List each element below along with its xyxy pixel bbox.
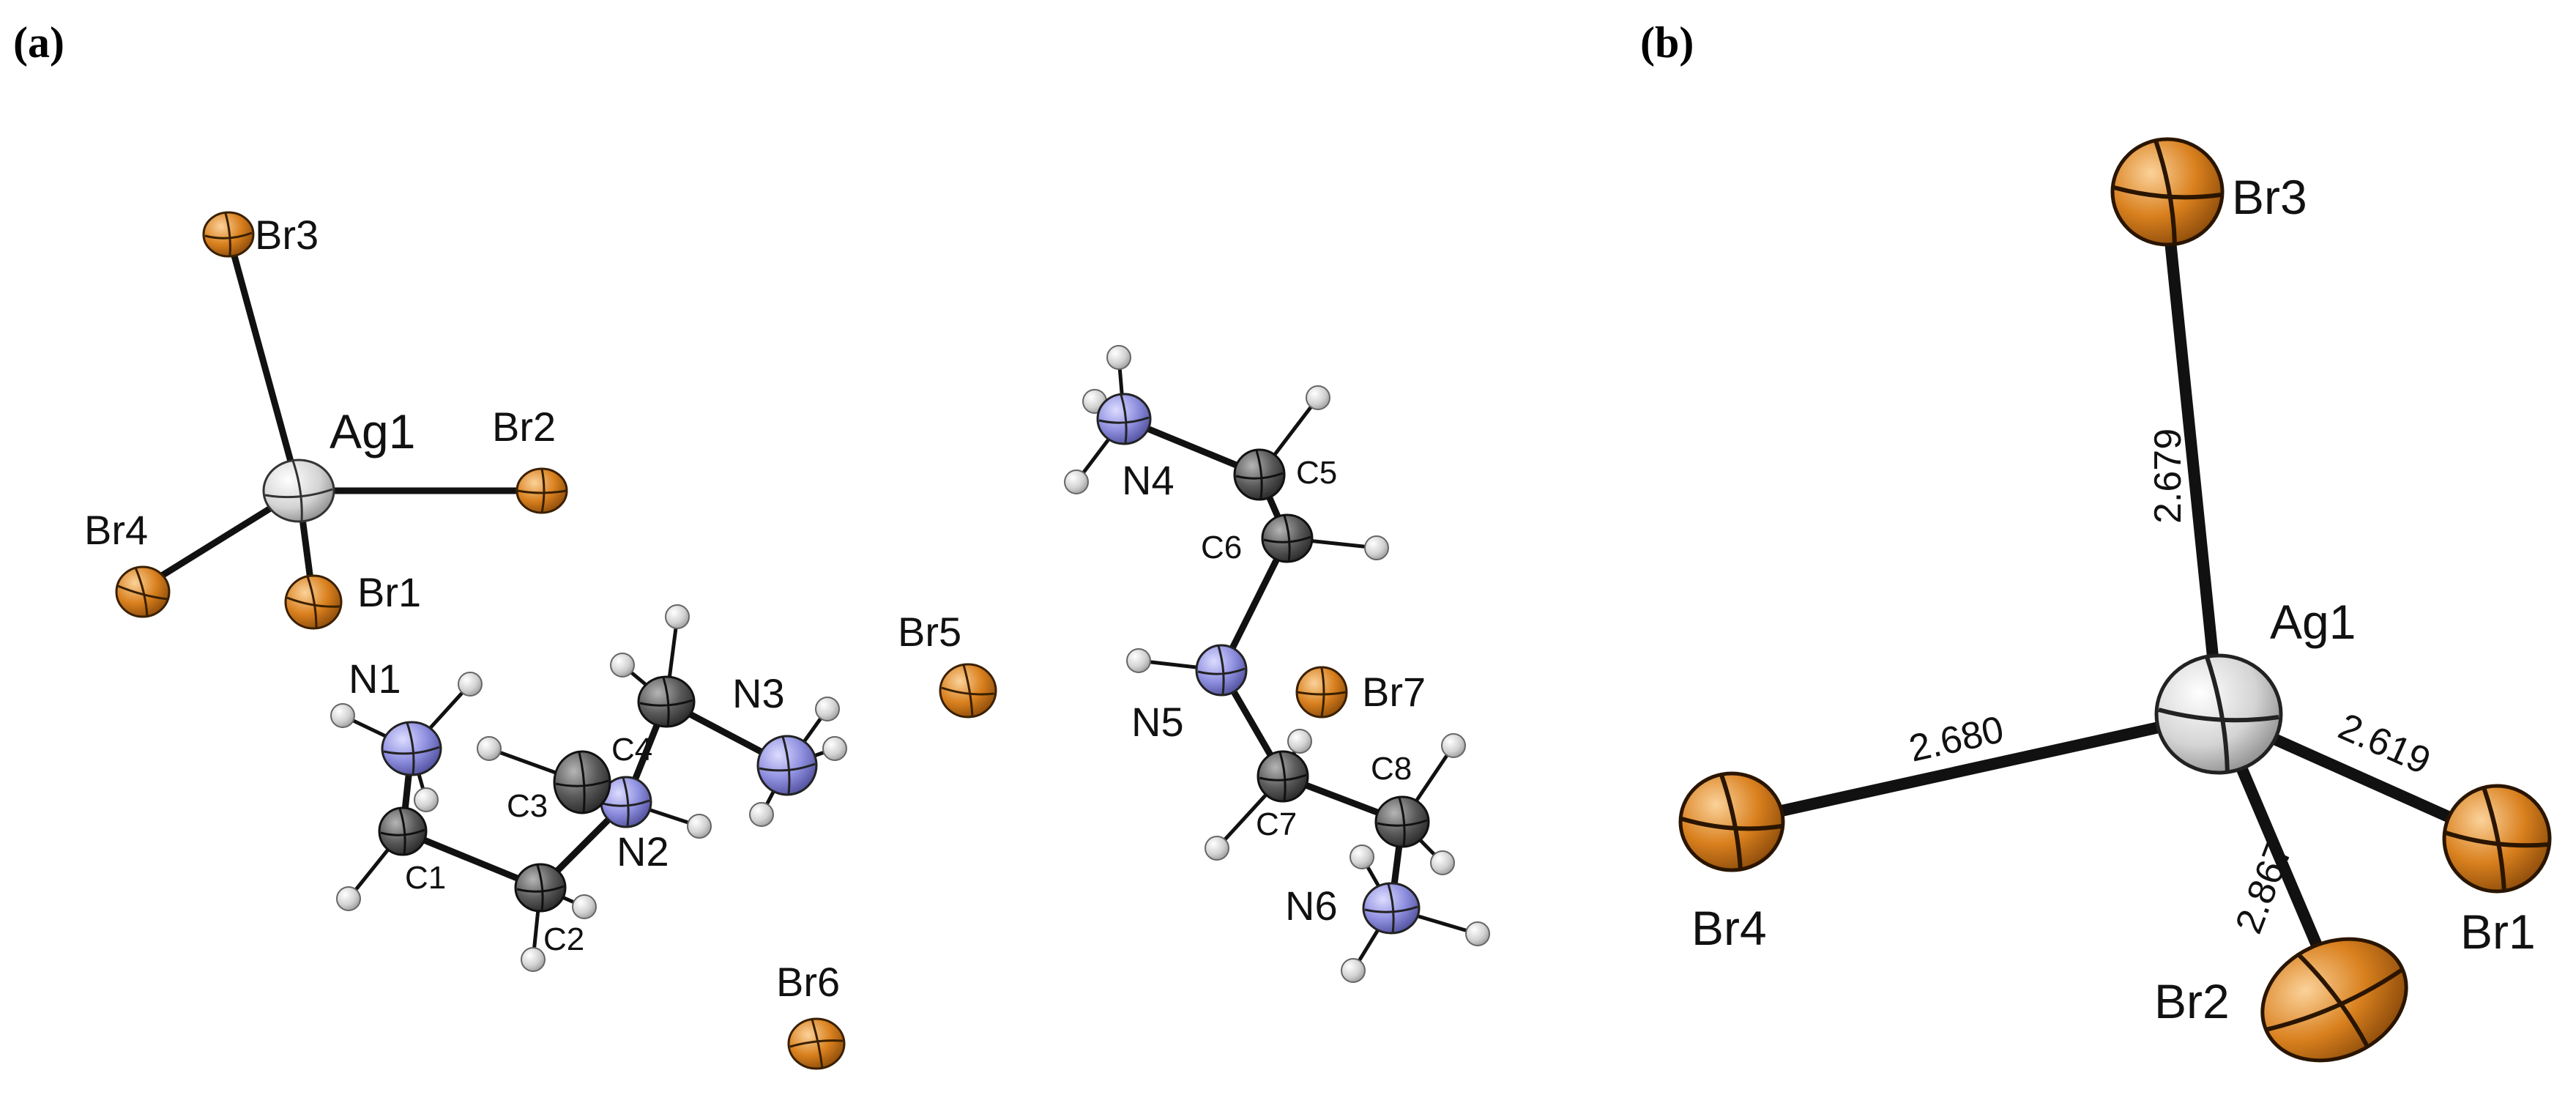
- h-atom: [1364, 535, 1389, 560]
- atom-br2-b: [2260, 937, 2408, 1063]
- label-n5-a: N5: [1131, 699, 1184, 745]
- atom-c1-a: [378, 806, 428, 856]
- panel-a-labels: Br3 Ag1 Br2 Br4 Br1 N1 N3 C4 C3 N2 C1 C2…: [84, 212, 1426, 1005]
- atom-ag1-a: [262, 459, 335, 523]
- atom-br7-a: [1295, 666, 1348, 719]
- label-c5-a: C5: [1296, 455, 1337, 491]
- atom-br5-a: [939, 663, 997, 719]
- h-atom: [572, 894, 597, 919]
- label-n3-a: N3: [732, 670, 785, 716]
- label-n6-a: N6: [1285, 883, 1338, 929]
- label-c4-a: C4: [611, 732, 652, 768]
- label-ag1-b: Ag1: [2270, 595, 2356, 649]
- atom-c4-a: [637, 675, 696, 728]
- panel-b-labels: Br3 Ag1 Br4 Br1 Br2 2.679 2.680 2.619 2.…: [1691, 170, 2536, 1028]
- panel-label-b: (b): [1640, 18, 1694, 67]
- h-atom: [665, 604, 690, 629]
- label-n1-a: N1: [349, 656, 401, 702]
- label-c8-a: C8: [1371, 751, 1412, 787]
- label-br3-a: Br3: [255, 212, 319, 258]
- atom-ag1-b: [2154, 653, 2283, 775]
- h-atom: [815, 697, 840, 721]
- h-atom: [1341, 958, 1366, 983]
- h-atom: [336, 886, 361, 911]
- atom-br4-b: [1678, 771, 1785, 872]
- h-atom: [1106, 345, 1131, 370]
- atom-n3-a: [756, 735, 818, 796]
- label-c6-a: C6: [1201, 530, 1242, 565]
- h-atom: [749, 802, 774, 827]
- panel-a-bromine-atoms: [115, 211, 1348, 1070]
- label-ag1-a: Ag1: [330, 404, 415, 459]
- atom-n4-a: [1096, 393, 1152, 445]
- label-br3-b: Br3: [2232, 170, 2307, 224]
- h-atom: [1306, 385, 1330, 410]
- label-br4-a: Br4: [84, 507, 148, 553]
- atom-c3-a: [553, 750, 611, 814]
- h-atom: [330, 703, 355, 728]
- h-atom: [1126, 648, 1151, 673]
- atom-br1-a: [284, 574, 343, 630]
- atom-c2-a: [514, 863, 567, 913]
- h-atom: [414, 787, 439, 812]
- atom-n2-a: [600, 776, 652, 828]
- label-c2-a: C2: [543, 921, 584, 957]
- panel-a-carbon-atoms: [378, 448, 1430, 913]
- h-atom: [610, 653, 635, 678]
- h-atom: [1064, 469, 1089, 494]
- label-br1-b: Br1: [2460, 905, 2536, 959]
- label-br2-b: Br2: [2154, 974, 2230, 1028]
- h-atom: [1350, 845, 1374, 869]
- label-br4-b: Br4: [1691, 901, 1767, 955]
- h-atom: [458, 672, 483, 697]
- panel-a-hydrogens: [330, 345, 1490, 983]
- h-atom: [477, 736, 502, 761]
- label-br5-a: Br5: [898, 609, 961, 655]
- panel-a: Br3 Ag1 Br2 Br4 Br1 N1 N3 C4 C3 N2 C1 C2…: [84, 211, 1490, 1070]
- bond-length-ag1-br3: 2.679: [2147, 428, 2189, 524]
- h-atom: [1430, 850, 1455, 875]
- atom-br2-a: [515, 467, 568, 514]
- atom-c5-a: [1233, 448, 1286, 501]
- atom-n5-a: [1195, 644, 1248, 697]
- label-br1-a: Br1: [357, 569, 421, 615]
- h-atom: [1287, 729, 1312, 754]
- label-c3-a: C3: [507, 788, 548, 824]
- label-br7-a: Br7: [1362, 669, 1426, 715]
- h-atom: [822, 736, 847, 761]
- atom-c6-a: [1261, 513, 1314, 563]
- label-br6-a: Br6: [776, 959, 840, 1005]
- h-atom: [1205, 836, 1229, 861]
- h-atom: [1441, 733, 1466, 758]
- panel-b: Br3 Ag1 Br4 Br1 Br2 2.679 2.680 2.619 2.…: [1678, 137, 2552, 1063]
- h-atom: [1465, 921, 1490, 946]
- h-atom: [687, 814, 712, 839]
- atom-br1-b: [2442, 784, 2552, 894]
- panel-b-bonds: [1726, 207, 2492, 987]
- atom-c7-a: [1257, 750, 1309, 803]
- atom-n6-a: [1362, 882, 1421, 935]
- label-n4-a: N4: [1122, 457, 1175, 503]
- label-n2-a: N2: [617, 828, 669, 875]
- h-atom: [521, 947, 546, 972]
- panel-a-nitrogen-atoms: [381, 393, 1421, 935]
- label-c7-a: C7: [1256, 806, 1297, 842]
- atom-br3-b: [2110, 137, 2225, 247]
- atom-br6-a: [787, 1017, 846, 1070]
- panel-label-a: (a): [13, 18, 64, 67]
- label-c1-a: C1: [405, 860, 446, 896]
- atom-c8-a: [1374, 795, 1430, 848]
- atom-br3-a: [202, 211, 255, 258]
- atom-n1-a: [381, 721, 442, 776]
- atom-br4-a: [115, 565, 171, 618]
- label-br2-a: Br2: [492, 404, 556, 450]
